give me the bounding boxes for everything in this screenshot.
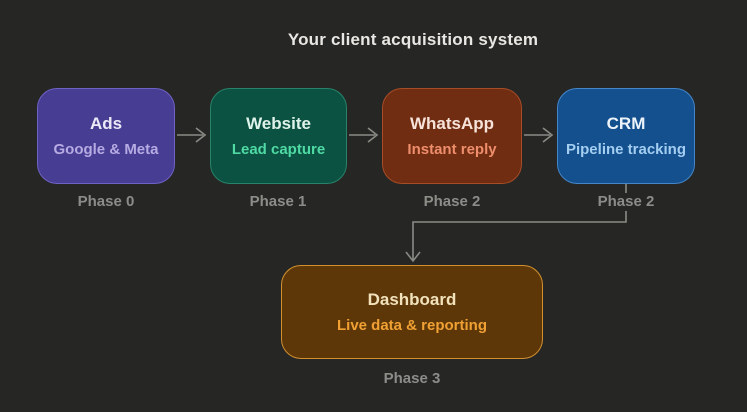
node-crm-title: CRM (606, 114, 646, 133)
node-ads-title: Ads (89, 114, 123, 133)
node-website-subtitle: Lead capture (231, 141, 326, 158)
phase-label-website: Phase 1 (243, 193, 313, 211)
phase-label-ads: Phase 0 (71, 193, 141, 211)
node-dashboard-subtitle: Live data & reporting (336, 317, 488, 334)
node-whatsapp: WhatsApp Instant reply (382, 88, 522, 184)
arrow-website-to-whatsapp-icon (349, 127, 379, 143)
node-dashboard: Dashboard Live data & reporting (281, 265, 543, 359)
diagram-title: Your client acquisition system (287, 30, 539, 49)
phase-label-whatsapp: Phase 2 (417, 193, 487, 211)
node-whatsapp-subtitle: Instant reply (407, 141, 497, 158)
phase-label-dashboard: Phase 3 (377, 370, 447, 388)
node-dashboard-title: Dashboard (367, 290, 457, 309)
node-whatsapp-title: WhatsApp (409, 114, 495, 133)
node-ads-subtitle: Google & Meta (53, 141, 159, 158)
node-website: Website Lead capture (210, 88, 347, 184)
phase-label-crm: Phase 2 (591, 193, 661, 211)
node-crm-subtitle: Pipeline tracking (565, 141, 687, 158)
arrow-whatsapp-to-crm-icon (524, 127, 554, 143)
node-ads: Ads Google & Meta (37, 88, 175, 184)
node-crm: CRM Pipeline tracking (557, 88, 695, 184)
arrow-ads-to-website-icon (177, 127, 207, 143)
node-website-title: Website (246, 114, 311, 133)
